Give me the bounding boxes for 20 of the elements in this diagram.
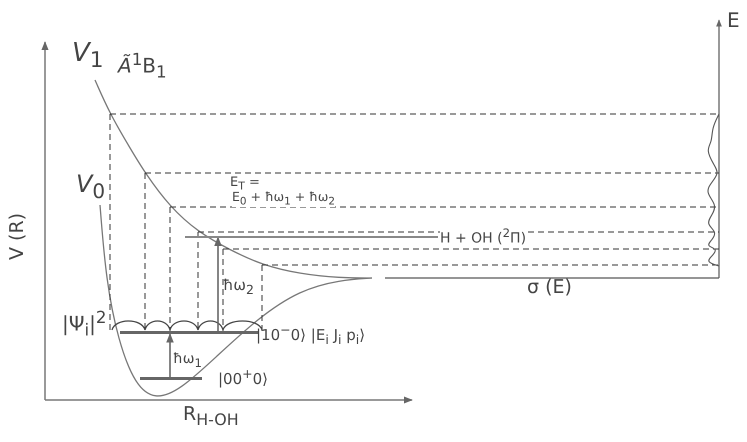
math-label: V$_{0}$ <box>76 172 106 201</box>
axis-label: E <box>727 10 740 30</box>
math-label: E$_{0}$ + ħω$_{1}$ + ħω$_{2}$ <box>232 191 335 207</box>
energy-level-line <box>120 331 258 334</box>
axis-label: R$_{H-OH}$ <box>183 405 239 428</box>
arrow <box>166 333 174 377</box>
math-label: |00$^{+}$0⟩ <box>218 368 268 387</box>
math-label: |10$^{−}$0⟩ |E$_{i}$ J$_{i}$ p$_{i}$⟩ <box>256 324 366 346</box>
math-label: Ã$^{1}$B$_{1}$ <box>118 52 167 82</box>
math-label: H + OH ($^{2}$Π) <box>440 228 526 246</box>
math-label: V$_{1}$ <box>72 40 104 72</box>
arrow <box>214 236 222 331</box>
math-label: ħω$_{1}$ <box>173 352 202 370</box>
energy-level-line <box>140 377 202 380</box>
axis-label: V (R) <box>8 212 27 260</box>
math-label: E$_{T}$ = <box>230 176 260 192</box>
math-label: |Ψ$_{i}$|$^{2}$ <box>62 310 106 340</box>
dissociation-level-line <box>185 236 438 238</box>
math-label: ħω$_{2}$ <box>223 278 254 296</box>
axis-label: σ (E) <box>527 278 572 297</box>
